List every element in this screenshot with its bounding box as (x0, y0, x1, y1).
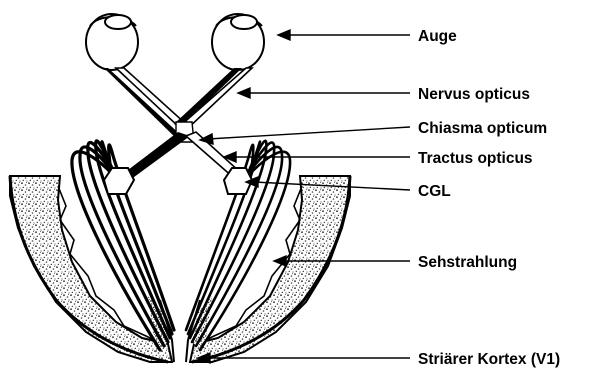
optic-nerve-left (104, 68, 186, 142)
label-radiation: Sehstrahlung (418, 254, 517, 271)
lgn-left (104, 168, 134, 194)
left-eye (86, 14, 138, 70)
right-eye (212, 14, 264, 70)
arrow-optic-nerve (238, 88, 410, 98)
optic-nerve-right (174, 68, 252, 130)
arrow-chiasm (200, 127, 410, 144)
label-optic-nerve: Nervus opticus (418, 86, 530, 103)
label-eye: Auge (418, 28, 457, 45)
label-chiasm: Chiasma opticum (418, 120, 547, 137)
label-tract: Tractus opticus (418, 150, 533, 167)
arrow-eye (278, 30, 410, 40)
label-cortex: Striärer Kortex (V1) (418, 351, 560, 368)
label-lgn: CGL (418, 183, 451, 200)
